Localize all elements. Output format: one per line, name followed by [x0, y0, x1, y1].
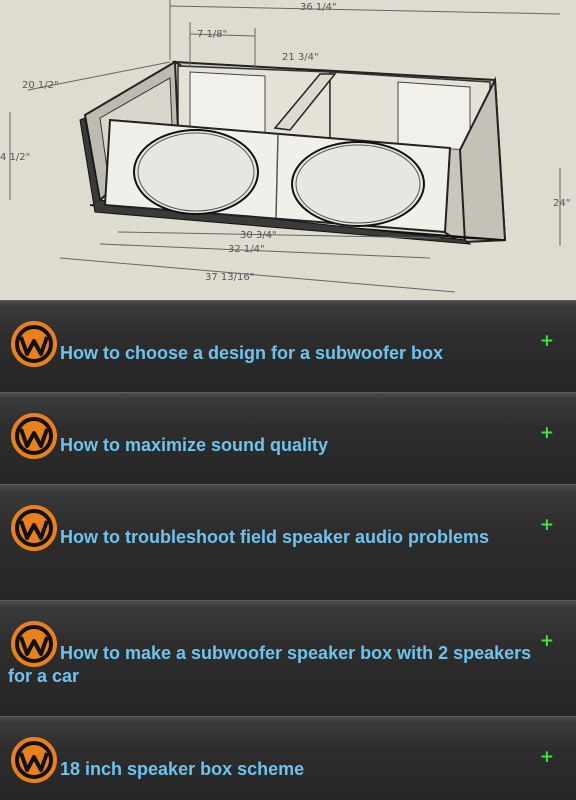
w-logo-icon [11, 505, 57, 551]
list-item[interactable]: How to choose a design for a subwoofer b… [0, 300, 576, 392]
list-item-label: How to choose a design for a subwoofer b… [60, 343, 444, 363]
svg-text:21 3/4": 21 3/4" [282, 52, 319, 63]
expand-plus-icon[interactable]: + [539, 515, 554, 535]
w-logo-icon [11, 621, 57, 667]
list-item-label: How to make a subwoofer speaker box with… [8, 643, 532, 686]
svg-text:4 1/2": 4 1/2" [0, 152, 30, 163]
list-item-label: How to maximize sound quality [60, 435, 329, 455]
list-item-label: 18 inch speaker box scheme [60, 759, 305, 779]
expand-plus-icon[interactable]: + [539, 331, 554, 351]
article-list: How to choose a design for a subwoofer b… [0, 300, 576, 800]
svg-text:37 13/16": 37 13/16" [205, 272, 254, 283]
w-logo-icon [11, 321, 57, 367]
list-item[interactable]: How to maximize sound quality + [0, 392, 576, 484]
list-item[interactable]: 18 inch speaker box scheme + [0, 716, 576, 800]
svg-text:7 1/8": 7 1/8" [197, 29, 227, 40]
w-logo-icon [11, 737, 57, 783]
svg-text:20 1/2": 20 1/2" [22, 80, 59, 91]
list-item-label: How to troubleshoot field speaker audio … [60, 527, 490, 547]
svg-text:24": 24" [553, 198, 570, 209]
expand-plus-icon[interactable]: + [539, 423, 554, 443]
subwoofer-box-diagram: 36 1/4" 7 1/8" 21 3/4" 20 1/2" 4 1/2" 24… [0, 0, 576, 300]
expand-plus-icon[interactable]: + [539, 631, 554, 651]
expand-plus-icon[interactable]: + [539, 747, 554, 767]
svg-text:32 1/4": 32 1/4" [228, 244, 265, 255]
svg-text:36 1/4": 36 1/4" [300, 2, 337, 13]
list-item[interactable]: How to troubleshoot field speaker audio … [0, 484, 576, 600]
svg-text:30 3/4": 30 3/4" [240, 230, 277, 241]
w-logo-icon [11, 413, 57, 459]
list-item[interactable]: How to make a subwoofer speaker box with… [0, 600, 576, 716]
